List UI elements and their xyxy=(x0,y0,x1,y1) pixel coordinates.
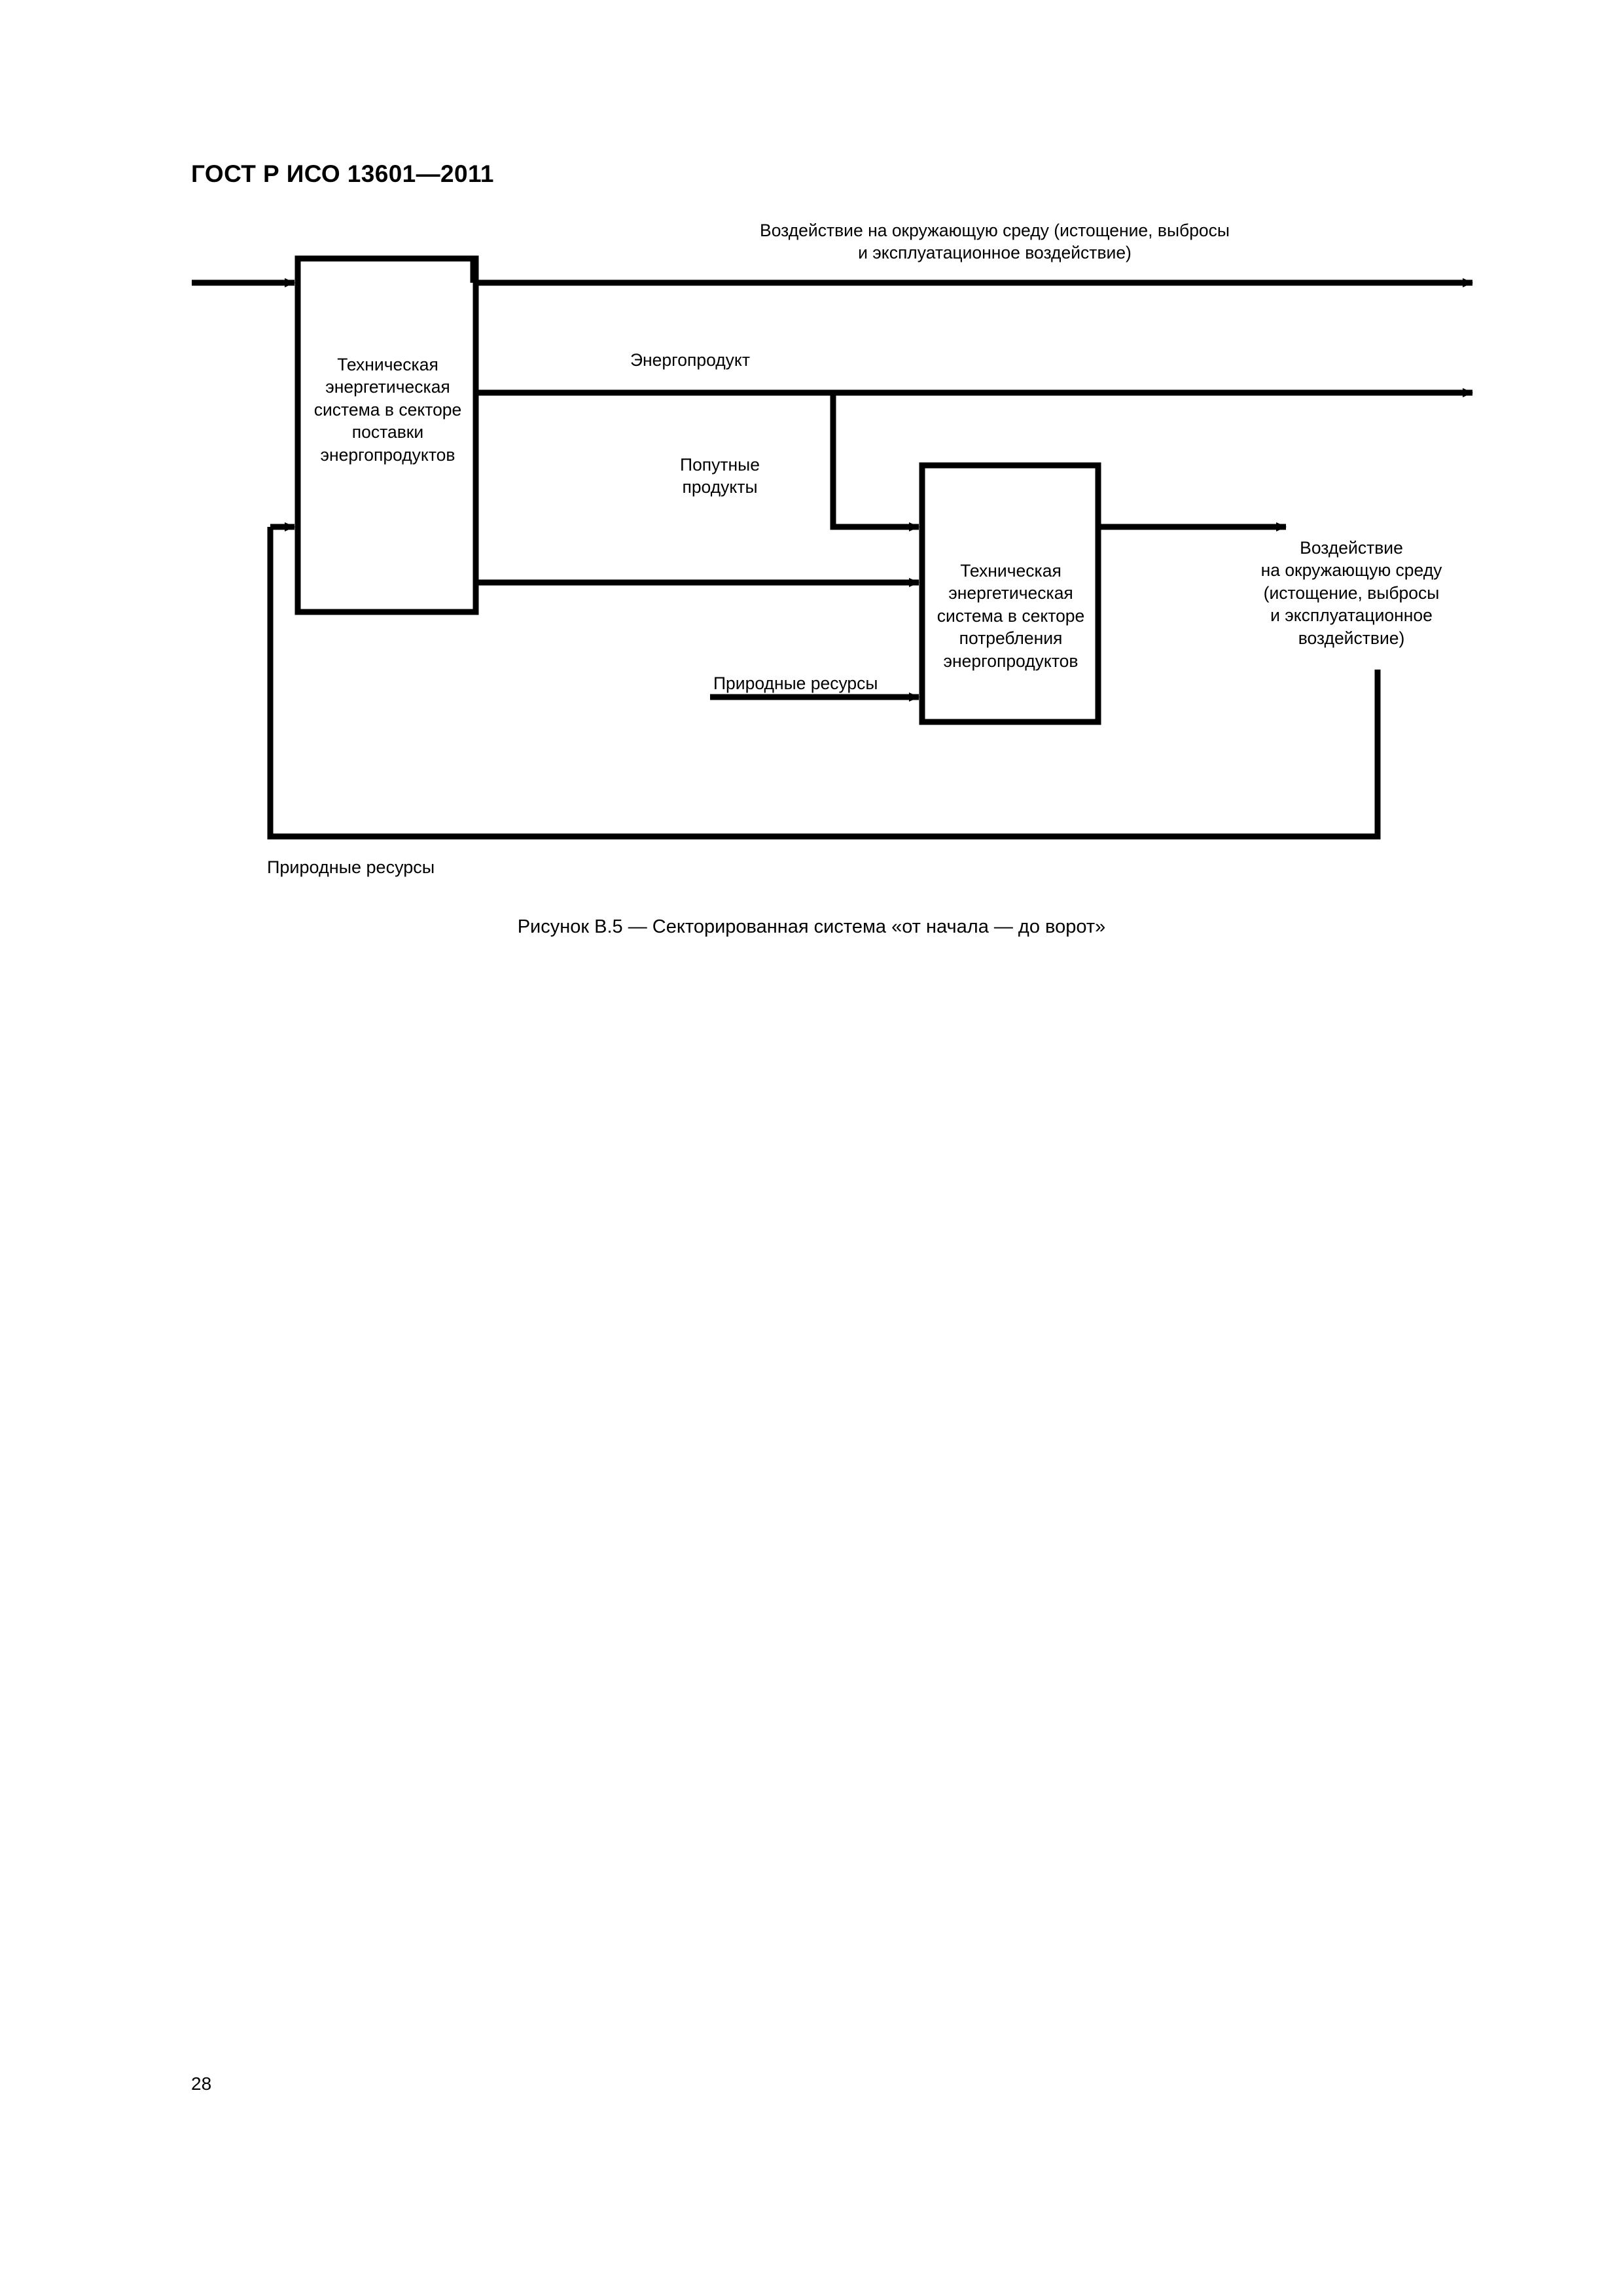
feedback-loop-line xyxy=(267,527,1381,840)
env-impact-right-label: Воздействие на окружающую среду (истощен… xyxy=(1260,538,1442,648)
document-standard-header: ГОСТ Р ИСО 13601—2011 xyxy=(191,160,494,187)
figure-caption: Рисунок В.5 — Секторированная система «о… xyxy=(517,916,1106,937)
supply-sector-box xyxy=(294,255,479,615)
supply-sector-box-label: Техническая энергетическая система в сек… xyxy=(313,355,462,465)
page-number: 28 xyxy=(191,2073,212,2094)
natural-resources-bottom-label: Природные ресурсы xyxy=(267,857,435,877)
consumption-sector-box-label: Техническая энергетическая система в сек… xyxy=(936,561,1085,671)
figure-diagram-svg xyxy=(192,255,1473,840)
figure-b5: Техническая энергетическая система в сек… xyxy=(0,0,1623,982)
energy-product-label: Энергопродукт xyxy=(630,350,750,370)
arrow-energy-product-to-consumption xyxy=(830,393,919,531)
byproducts-label: Попутные продукты xyxy=(680,455,760,497)
env-impact-top-label: Воздействие на окружающую среду (истощен… xyxy=(760,221,1230,263)
consumption-sector-box xyxy=(919,462,1101,725)
natural-resources-mid-label: Природные ресурсы xyxy=(713,673,878,693)
